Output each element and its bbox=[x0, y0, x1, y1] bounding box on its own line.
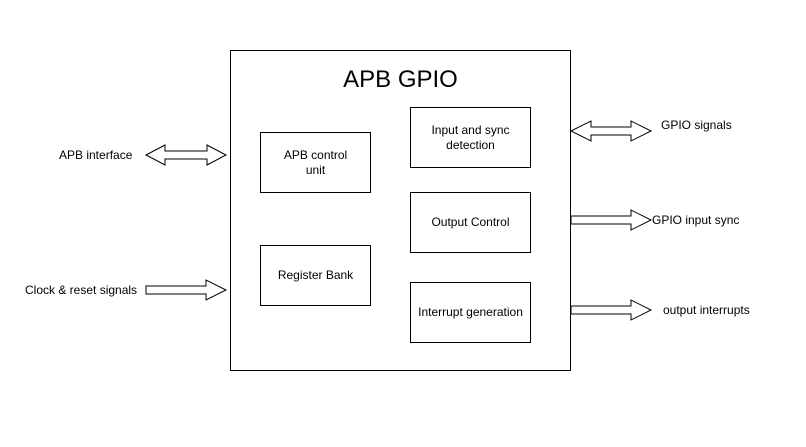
interrupt-generation-block: Interrupt generation bbox=[410, 282, 531, 343]
output-interrupts-label: output interrupts bbox=[663, 303, 750, 317]
gpio-signals-arrow bbox=[569, 120, 653, 142]
apb-control-unit-label: APB control unit bbox=[283, 147, 348, 177]
apb-control-unit-block: APB control unit bbox=[260, 132, 371, 193]
diagram-title: APB GPIO bbox=[343, 66, 458, 93]
gpio-signals-label: GPIO signals bbox=[661, 118, 732, 132]
apb-interface-label: APB interface bbox=[59, 148, 133, 162]
register-bank-label: Register Bank bbox=[277, 268, 354, 282]
output-control-block: Output Control bbox=[410, 192, 531, 253]
input-sync-detection-label: Input and sync detection bbox=[431, 122, 510, 152]
gpio-input-sync-arrow bbox=[570, 209, 653, 231]
input-sync-detection-block: Input and sync detection bbox=[410, 107, 531, 168]
clock-reset-arrow bbox=[145, 279, 228, 301]
apb-interface-arrow bbox=[144, 144, 228, 166]
clock-reset-label: Clock & reset signals bbox=[25, 283, 138, 297]
output-control-label: Output Control bbox=[431, 215, 510, 229]
output-interrupts-arrow bbox=[570, 299, 653, 321]
interrupt-generation-label: Interrupt generation bbox=[418, 305, 523, 319]
gpio-input-sync-label: GPIO input sync bbox=[652, 213, 740, 227]
register-bank-block: Register Bank bbox=[260, 245, 371, 306]
